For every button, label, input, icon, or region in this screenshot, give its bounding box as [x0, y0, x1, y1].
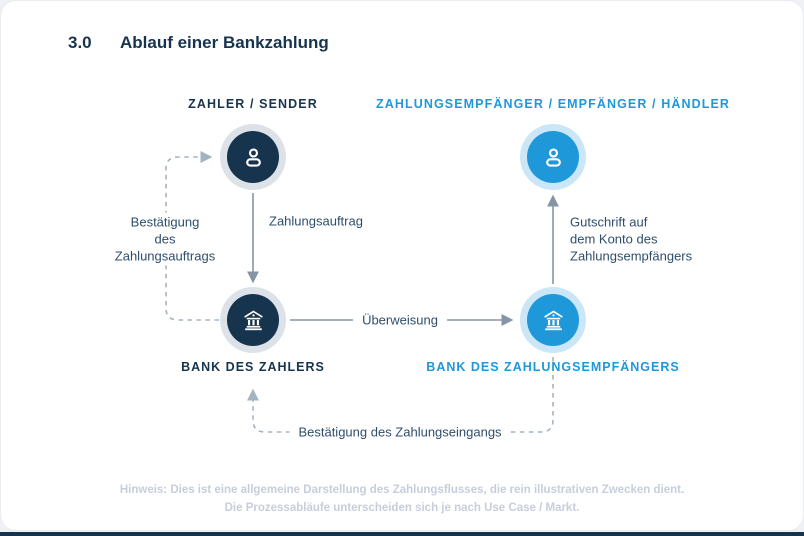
edge-label-ueberweisung: Überweisung — [353, 309, 447, 331]
node-payee — [520, 124, 586, 190]
bottom-section-bar — [0, 532, 804, 536]
section-title: Ablauf einer Bankzahlung — [120, 33, 329, 52]
node-label-payer-bank: BANK DES ZAHLERS — [181, 360, 325, 374]
bank-icon — [243, 310, 263, 330]
footnote-line-2: Die Prozessabläufe unterscheiden sich je… — [224, 502, 580, 514]
footnote-line-1: Hinweis: Dies ist eine allgemeine Darste… — [119, 484, 685, 496]
node-payee-bank — [520, 287, 586, 353]
edge-label-bestaetigung-zahlungseingang: Bestätigung des Zahlungseingangs — [289, 421, 511, 443]
page-title: 3.0 Ablauf einer Bankzahlung — [68, 33, 329, 53]
header-payer-column: ZAHLER / SENDER — [188, 97, 318, 111]
edge-label-bestaetigung-zahlungsauftrag: Bestätigung des Zahlungsauftrags — [110, 212, 220, 266]
header-payee-column: ZAHLUNGSEMPFÄNGER / EMPFÄNGER / HÄNDLER — [375, 97, 731, 111]
edge-label-zahlungsauftrag: Zahlungsauftrag — [269, 213, 363, 229]
node-label-payee-bank: BANK DES ZAHLUNGSEMPFÄNGERS — [426, 360, 680, 374]
node-payer — [220, 124, 286, 190]
edge-label-gutschrift: Gutschrift auf dem Konto des Zahlungsemp… — [570, 214, 693, 264]
person-icon — [545, 147, 561, 167]
section-number: 3.0 — [68, 33, 92, 52]
person-icon — [245, 147, 261, 167]
node-payer-bank — [220, 287, 286, 353]
bank-icon — [543, 310, 563, 330]
